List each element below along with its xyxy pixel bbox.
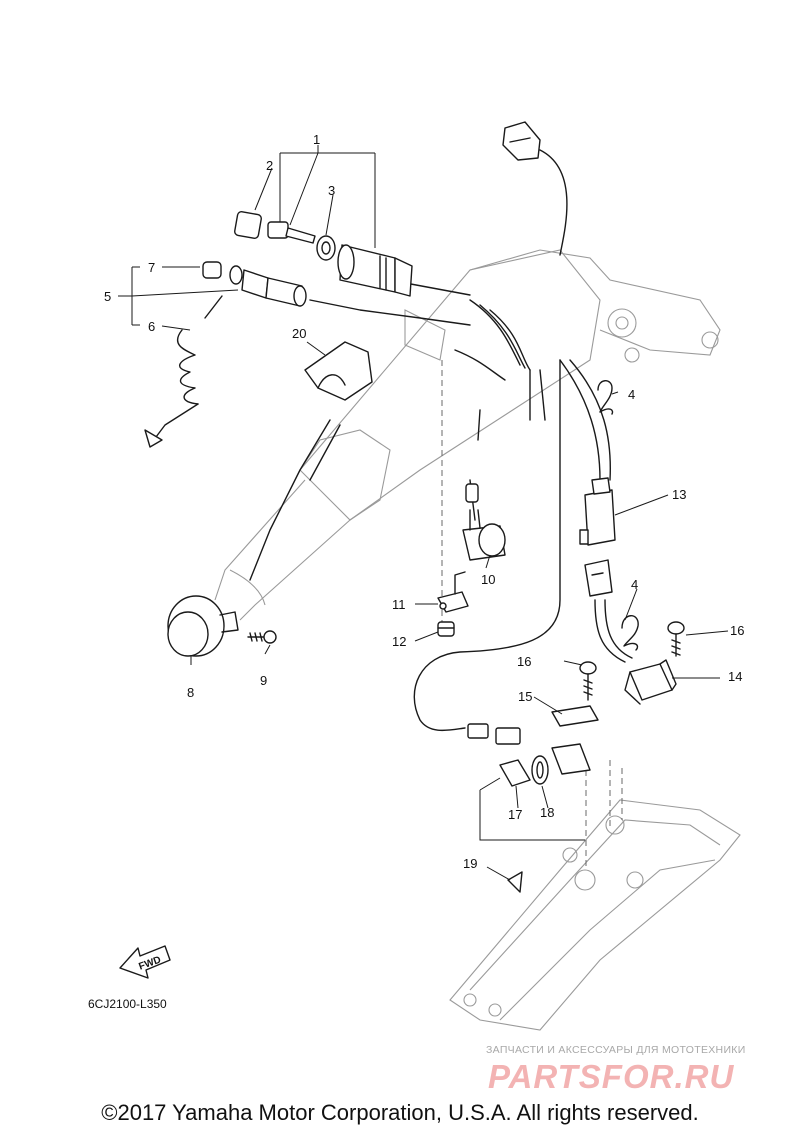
knob-part-8 [167,595,239,657]
callout-16-lower: 16 [517,654,531,669]
coupler-mid [584,559,613,597]
watermark-subtitle: ЗАПЧАСТИ И АКСЕССУАРЫ ДЛЯ МОТОТЕХНИКИ [486,1044,746,1056]
callout-7: 7 [148,260,155,275]
label-part-19 [507,871,523,893]
leader-lines [118,145,729,881]
connector-top [502,121,541,161]
callout-10: 10 [481,572,495,587]
tiller-handle-outline [214,249,721,621]
callout-4-top: 4 [628,387,635,402]
callout-1: 1 [313,132,320,147]
callout-labels: 1 2 3 7 5 6 20 4 13 10 4 11 16 12 16 9 1… [88,132,744,1011]
screw-part-9 [247,630,277,644]
coupler-part-13 [579,477,616,546]
callout-12: 12 [392,634,406,649]
plate-part-15 [551,705,599,727]
callout-15: 15 [518,689,532,704]
screw-part-12 [437,621,455,637]
watermark-logo: PARTSFOR.RU [488,1058,735,1095]
clamp-part-4-top [597,380,614,415]
callout-19: 19 [463,856,477,871]
screw-part-16-lower [579,661,597,701]
bracket-part-11 [437,571,469,613]
callout-5: 5 [104,289,111,304]
stop-switch-assembly [144,261,307,448]
callout-20: 20 [292,326,306,341]
callout-8: 8 [187,685,194,700]
callout-17: 17 [508,807,522,822]
grommet-part-17 [499,759,531,787]
callout-16-upper: 16 [730,623,744,638]
callout-13: 13 [672,487,686,502]
bottom-bracket-outline [449,799,741,1031]
callout-6: 6 [148,319,155,334]
connector-pair [467,723,591,775]
assembly-dashed-lines [441,360,623,870]
callout-9: 9 [260,673,267,688]
sensor-part-10 [462,483,506,561]
wiring-harness [249,149,633,732]
screw-part-16-upper [667,621,685,657]
callout-4-lower: 4 [631,577,638,592]
fwd-arrow-icon: FWD [119,945,171,979]
copyright-notice: ©2017 Yamaha Motor Corporation, U.S.A. A… [101,1100,699,1125]
cover-part-20 [304,341,373,401]
callout-14: 14 [728,669,742,684]
callout-3: 3 [328,183,335,198]
callout-2: 2 [266,158,273,173]
grommet-part-18 [531,755,549,785]
clamp-part-4-lower [621,615,639,651]
drawing-code: 6CJ2100-L350 [88,997,167,1011]
callout-11: 11 [392,597,406,612]
callout-18: 18 [540,805,554,820]
relay-part-14 [624,659,677,705]
main-switch-assembly [234,211,413,297]
